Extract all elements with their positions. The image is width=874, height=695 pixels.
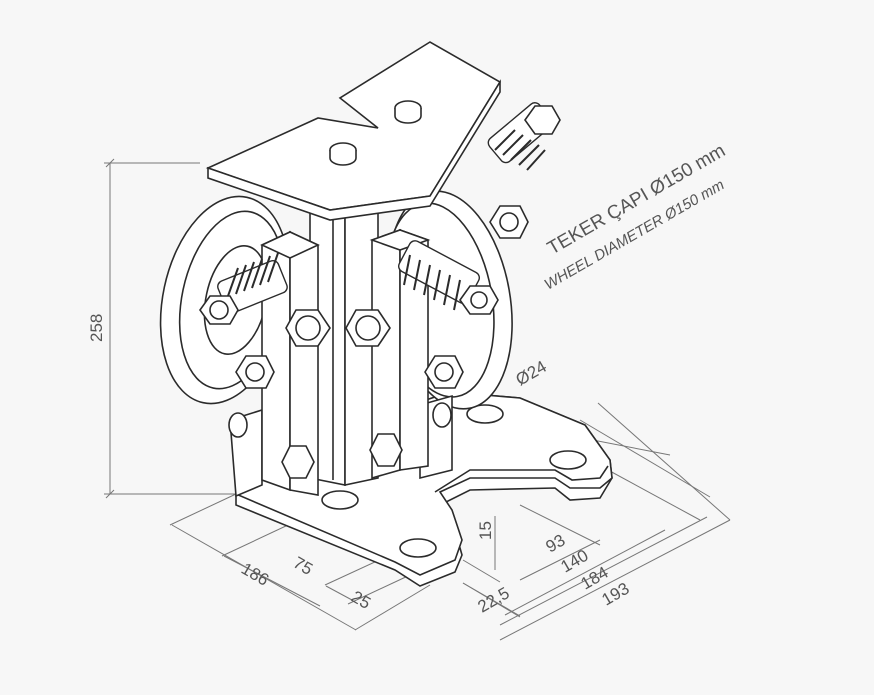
wheel-diameter-labels: TEKER ÇAPI Ø150 mm WHEEL DIAMETER Ø150 m… <box>542 140 730 293</box>
dimension-22-5: 22,5 <box>475 583 513 616</box>
nut-arm-right <box>345 309 391 347</box>
top-bolt-right <box>394 100 422 124</box>
nut-right-wheel <box>459 285 499 315</box>
dimension-75: 75 <box>290 553 316 579</box>
dimension-93: 93 <box>543 531 569 557</box>
right-arm <box>369 228 431 480</box>
hole-diameter-label: Ø24 <box>513 357 550 390</box>
dimension-258: 258 <box>87 314 106 342</box>
dimension-lines <box>104 158 731 641</box>
nut-right-lower <box>424 355 464 389</box>
nuts <box>199 105 561 479</box>
nut-arm-left <box>285 309 331 347</box>
bolt-bracket-left <box>228 412 248 438</box>
bolt-bracket-right <box>432 402 452 428</box>
nut-left-wheel <box>199 295 239 325</box>
dimension-25: 25 <box>348 587 374 613</box>
nut-top-right <box>524 105 561 135</box>
top-bolt-left <box>329 142 357 166</box>
dimension-186: 186 <box>238 559 272 590</box>
left-arm <box>260 230 320 496</box>
nut-left-lower <box>235 355 275 389</box>
bolt-post-lower-left <box>281 445 315 479</box>
spring-left <box>217 252 288 314</box>
dimension-15: 15 <box>476 521 495 540</box>
nut-right-side <box>489 205 529 239</box>
spring-center <box>397 240 481 311</box>
bolt-post-lower-right <box>369 433 403 467</box>
top-plate <box>205 41 502 221</box>
